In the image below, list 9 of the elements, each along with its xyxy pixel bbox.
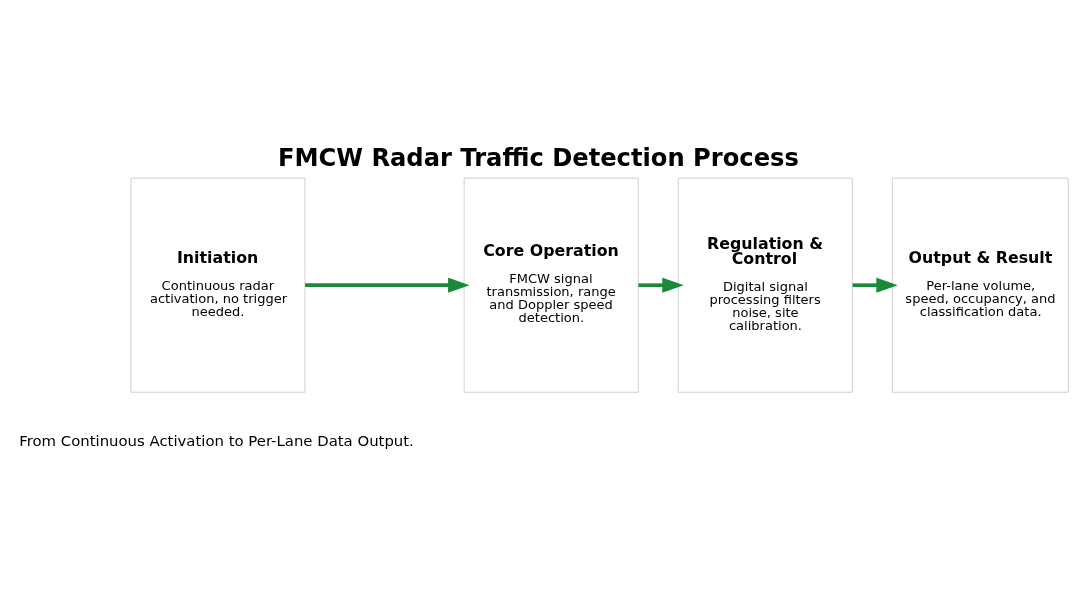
label: From Continuous Activation to Per-Lane Data Output. (19, 432, 414, 451)
arrow (305, 277, 470, 293)
diagram-title: FMCW Radar Traffic Detection Process (277, 143, 799, 172)
arrow (852, 277, 898, 293)
node-box: Output & Result Per-lane volume, speed, occupancy, and classification data. (891, 177, 1069, 393)
node-box: Regulation & Control Digital signal processing filters noise, site calibration. (677, 177, 853, 393)
arrow (638, 277, 684, 293)
node-box: Initiation Continuous radar activation, no trigger needed. (130, 177, 306, 393)
node-box: Core Operation FMCW signal transmission, range and Doppler speed detection. (463, 177, 639, 393)
